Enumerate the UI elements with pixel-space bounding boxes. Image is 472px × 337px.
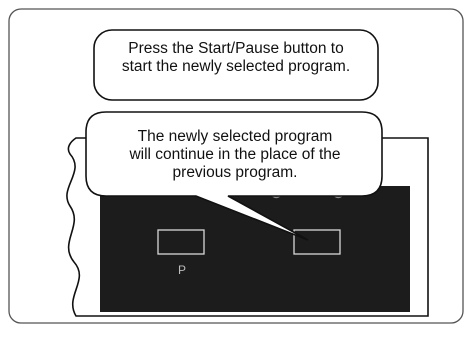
program-button [157, 229, 205, 255]
top-callout-bubble [93, 29, 379, 101]
start-pause-button [293, 229, 341, 255]
program-button-label: P [177, 263, 186, 277]
control-panel [100, 186, 410, 312]
bottom-callout-bubble [85, 111, 383, 241]
